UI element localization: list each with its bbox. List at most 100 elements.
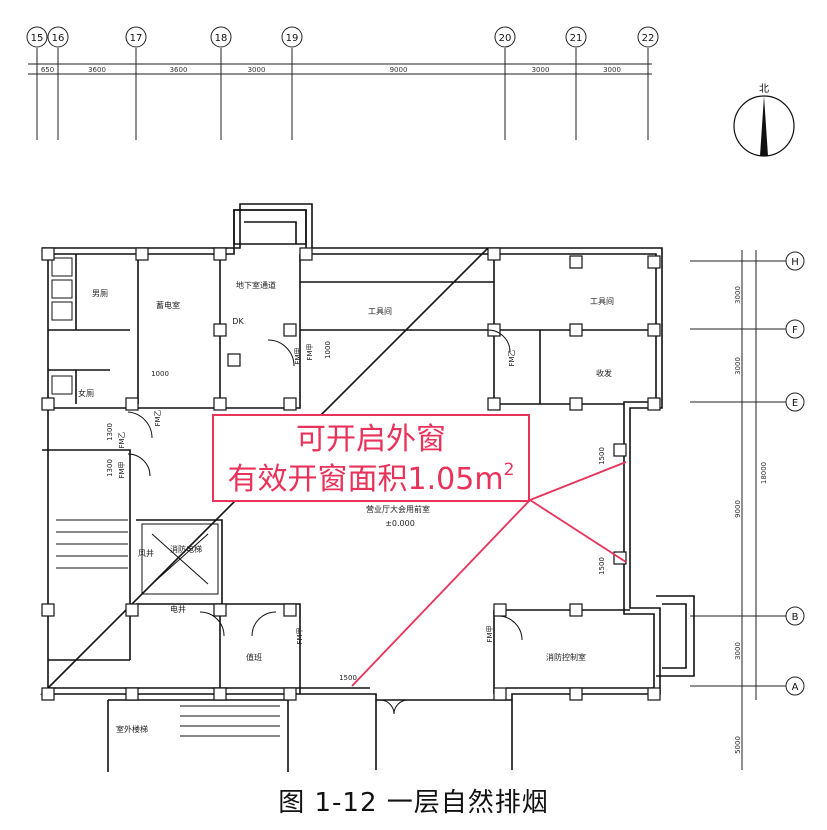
dim-small-2: 1300 xyxy=(106,423,114,441)
column-20 xyxy=(125,687,139,701)
column-19 xyxy=(41,687,55,701)
dim-small-0: 1000 xyxy=(324,341,332,359)
annotation-line1: 可开启外窗 xyxy=(296,422,446,457)
annotation-area: 有效开窗面积1.05m xyxy=(227,462,504,497)
leader-line-2 xyxy=(529,499,627,563)
door-label-5: FM甲 xyxy=(296,627,304,644)
column-21 xyxy=(213,687,227,701)
wall-left-block xyxy=(42,254,301,409)
grid-label-15: 15 xyxy=(31,33,44,44)
fixtures xyxy=(51,257,280,737)
grid-label-20: 20 xyxy=(499,33,512,44)
column-10 xyxy=(569,323,583,337)
grid-label-F: F xyxy=(792,325,798,336)
column-11 xyxy=(647,323,661,337)
column-1 xyxy=(135,247,149,261)
dim-small-3: 1300 xyxy=(106,459,114,477)
column-23 xyxy=(493,687,507,701)
column-14 xyxy=(213,397,227,411)
column-30 xyxy=(569,603,583,617)
dim-right-total: 18000 xyxy=(760,462,768,484)
smoke-window-annotation: 可开启外窗 有效开窗面积1.05m2 xyxy=(212,414,530,502)
dim-top-1: 3600 xyxy=(88,66,106,74)
grid-label-17: 17 xyxy=(130,33,143,44)
grid-label-19: 19 xyxy=(286,33,299,44)
grid-bubble xyxy=(125,26,147,48)
column-24 xyxy=(569,687,583,701)
door-label-0: FM甲 xyxy=(294,347,302,364)
door-label-3: FM乙 xyxy=(508,349,516,366)
grid-bubble xyxy=(785,606,805,626)
annotation-unit-sup: 2 xyxy=(503,460,515,480)
room-label-r_level: ±0.000 xyxy=(385,519,415,528)
room-label-r_hall: 营业厅大会用前室 xyxy=(366,504,430,514)
wall-lower-left xyxy=(42,449,301,694)
grid-bubble xyxy=(785,676,805,696)
room-label-r_basement: 地下室通道 xyxy=(236,280,276,290)
room-label-r_fire: 风井 xyxy=(138,548,154,558)
grid-bubble xyxy=(637,26,659,48)
room-label-r_dk: DK xyxy=(232,317,244,326)
column-17 xyxy=(569,397,583,411)
column-15 xyxy=(283,397,297,411)
dim-top-2: 3600 xyxy=(170,66,188,74)
doors xyxy=(127,329,523,715)
grid-label-A: A xyxy=(792,682,799,693)
column-27 xyxy=(213,603,227,617)
column-16 xyxy=(487,397,501,411)
grid-bubble xyxy=(785,251,805,271)
grid-bubble xyxy=(47,26,69,48)
room-label-r_elev: 消防电梯 xyxy=(170,544,202,554)
columns xyxy=(41,247,661,701)
grid-bubble xyxy=(785,392,805,412)
room-labels: 男厕女厕蓄电室地下室通道工具间工具间收发营业厅大会用前室±0.000消防控制室值… xyxy=(78,280,614,734)
column-26 xyxy=(125,603,139,617)
stair-treads xyxy=(56,519,128,569)
column-2 xyxy=(213,247,227,261)
room-label-r_tool2: 工具间 xyxy=(590,297,614,306)
room-label-r_stair: 室外楼梯 xyxy=(116,724,148,734)
column-8 xyxy=(283,323,297,337)
door-label-2: FM乙 xyxy=(118,431,126,448)
column-32 xyxy=(613,443,627,457)
dim-small-6: 1500 xyxy=(598,557,606,575)
dim-right-4: 5000 xyxy=(734,736,742,754)
room-label-r_tool1: 工具间 xyxy=(368,307,392,316)
wall-entrance xyxy=(375,700,513,770)
grid-bubble xyxy=(210,26,232,48)
door-label-1: FM乙 xyxy=(154,409,162,426)
grid-bubble xyxy=(26,26,48,48)
grid-label-18: 18 xyxy=(215,33,228,44)
figure-caption: 图 1-12 一层自然排烟 xyxy=(278,788,549,818)
column-4 xyxy=(487,247,501,261)
dim-right-1: 3000 xyxy=(734,357,742,375)
column-29 xyxy=(493,603,507,617)
leader-line-1 xyxy=(529,461,627,501)
dim-small-1: 1000 xyxy=(151,370,169,378)
dim-small-5: 1500 xyxy=(598,447,606,465)
column-31 xyxy=(41,603,55,617)
grid-label-E: E xyxy=(792,398,798,409)
dim-top-3: 3000 xyxy=(248,66,266,74)
column-28 xyxy=(283,603,297,617)
column-13 xyxy=(125,397,139,411)
grid-label-21: 21 xyxy=(570,33,583,44)
room-label-r_restroom: 男厕 xyxy=(92,289,108,298)
annotation-line2: 有效开窗面积1.05m2 xyxy=(214,460,528,500)
column-5 xyxy=(569,255,583,269)
room-label-r_nv: 女厕 xyxy=(78,388,94,398)
door-label-7: FM甲 xyxy=(118,461,126,478)
column-25 xyxy=(647,687,661,701)
outdoor-stair-treads xyxy=(180,705,280,737)
dim-right-3: 3000 xyxy=(734,642,742,660)
wall-right-stairwell xyxy=(656,595,695,677)
room-label-r_pump: 蓄电室 xyxy=(156,300,180,310)
column-12 xyxy=(41,397,55,411)
grid-label-16: 16 xyxy=(52,33,65,44)
dim-right-0: 3000 xyxy=(734,286,742,304)
column-0 xyxy=(41,247,55,261)
grid-label-22: 22 xyxy=(642,33,655,44)
wall-corridor xyxy=(300,281,494,331)
room-label-r_duty: 值班 xyxy=(246,652,262,662)
